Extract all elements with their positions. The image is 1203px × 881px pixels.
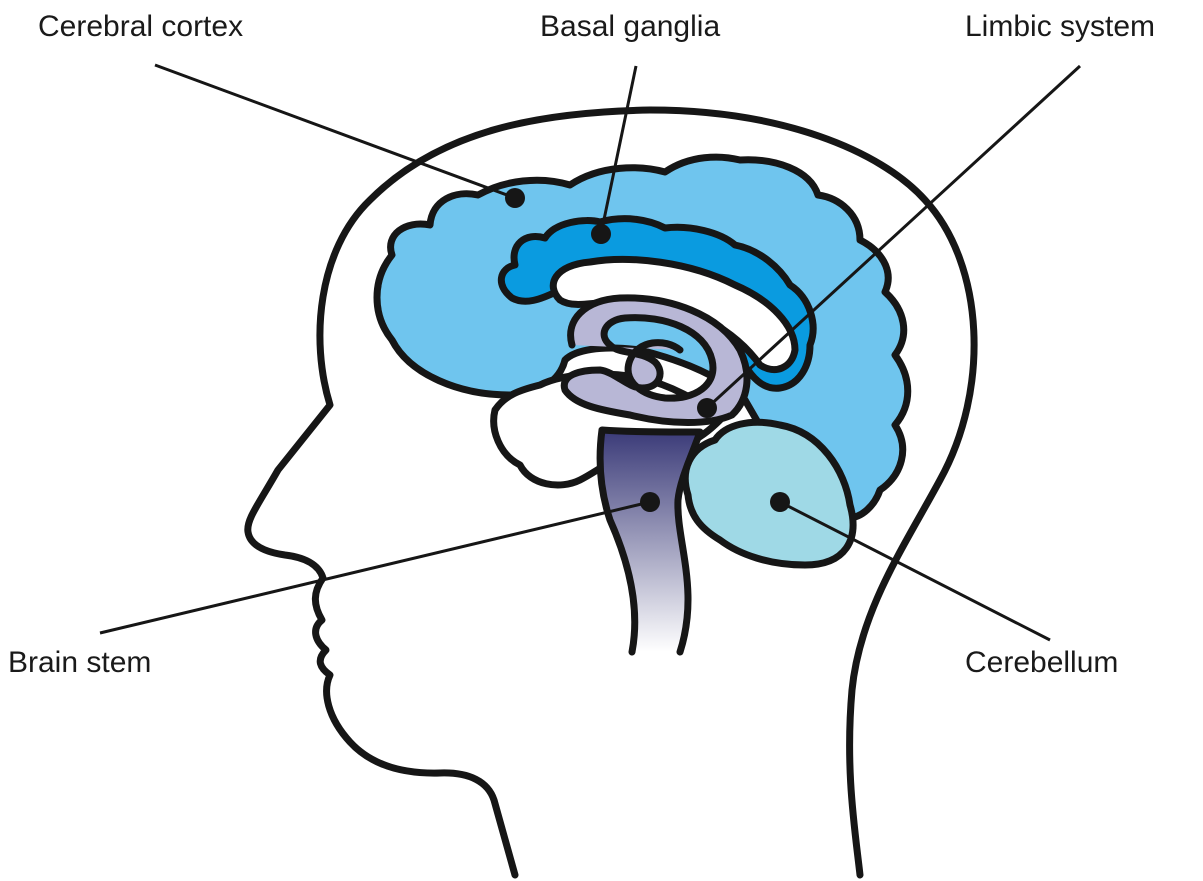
cerebellum-label: Cerebellum xyxy=(965,648,1118,678)
cerebellum-dot xyxy=(770,492,790,512)
basal-ganglia-label: Basal ganglia xyxy=(540,12,720,42)
limbic-system-label: Limbic system xyxy=(965,12,1155,42)
brain-stem-leader xyxy=(100,502,650,633)
basal-ganglia-dot xyxy=(591,224,611,244)
cerebral-cortex-leader xyxy=(155,65,515,198)
cerebral-cortex-dot xyxy=(505,188,525,208)
brain-stem-label: Brain stem xyxy=(8,648,151,678)
brain-stem-dot xyxy=(640,492,660,512)
limbic-system-dot xyxy=(697,398,717,418)
cerebral-cortex-label: Cerebral cortex xyxy=(38,12,243,42)
